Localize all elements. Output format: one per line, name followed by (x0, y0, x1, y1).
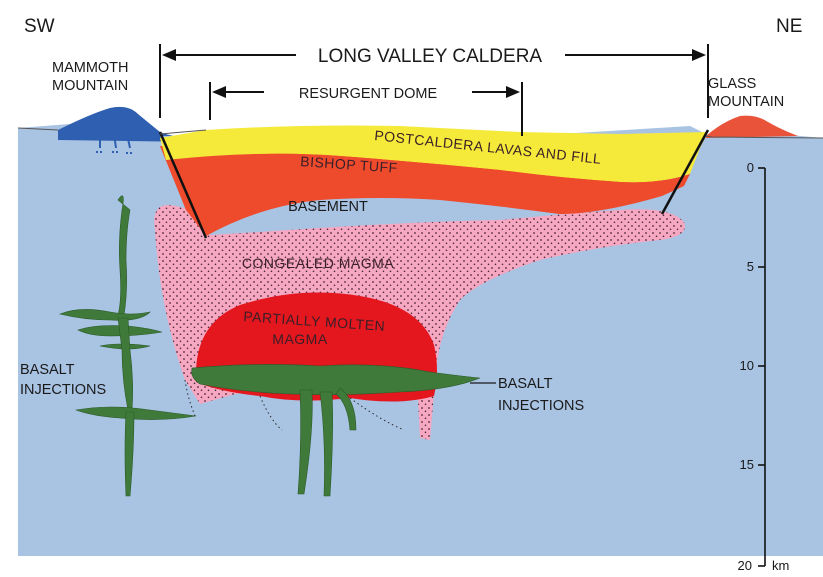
dome-label: RESURGENT DOME (299, 86, 438, 102)
depth-tick-15: 15 (740, 457, 754, 472)
congealed-magma-label: CONGEALED MAGMA (242, 255, 394, 271)
depth-unit: km (772, 558, 789, 573)
glass-label-line2: MOUNTAIN (708, 94, 784, 110)
glass-label-line1: GLASS (708, 76, 756, 92)
caldera-label: LONG VALLEY CALDERA (318, 46, 543, 67)
compass-ne-label: NE (776, 16, 802, 37)
depth-tick-5: 5 (747, 259, 754, 274)
mammoth-label-line1: MAMMOTH (52, 60, 129, 76)
molten-label-line2: MAGMA (272, 331, 328, 347)
basement-label: BASEMENT (288, 199, 368, 215)
depth-tick-10: 10 (740, 358, 754, 373)
depth-tick-20: 20 (738, 558, 752, 573)
basalt-right-line2: INJECTIONS (498, 398, 584, 414)
compass-sw-label: SW (24, 16, 55, 37)
basalt-right-line1: BASALT (498, 376, 553, 392)
mammoth-label-line2: MOUNTAIN (52, 78, 128, 94)
depth-tick-0: 0 (747, 160, 754, 175)
basalt-left-line2: INJECTIONS (20, 382, 106, 398)
basalt-left-line1: BASALT (20, 362, 75, 378)
glass-mountain-shape (706, 116, 798, 138)
